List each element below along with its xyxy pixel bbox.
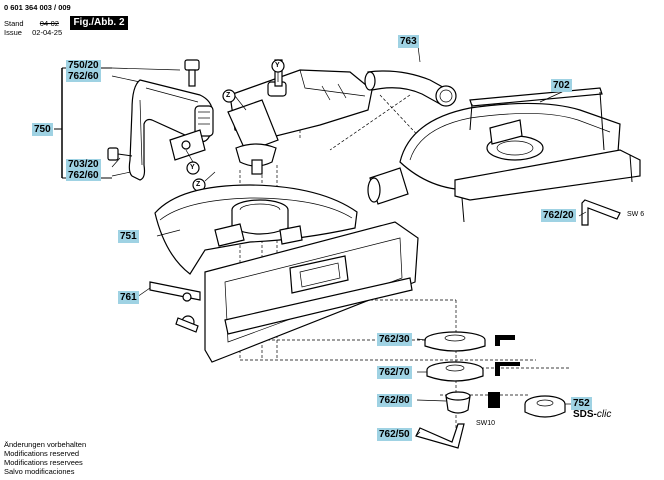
stand-value: 04-02: [39, 19, 59, 28]
stand-line: Stand 04-02: [4, 19, 59, 28]
sds-clic-nut-752-drawing: [524, 395, 566, 418]
sds-prefix: SDS-: [573, 409, 597, 420]
hex-key-762-20-drawing: [581, 199, 621, 226]
sds-clic-logo: SDS-clic: [573, 409, 611, 420]
label-750-20: 750/20: [68, 60, 99, 71]
marker-z-top: Z: [226, 92, 231, 99]
issue-label: Issue: [4, 28, 22, 37]
label-762-80: 762/80: [377, 394, 412, 407]
sw6-annotation: SW 6: [627, 211, 645, 218]
label-leaders: [136, 45, 587, 436]
label-762-30: 762/30: [377, 333, 412, 346]
label-762-20: 762/20: [541, 209, 576, 222]
part-number: 0 601 364 003 / 009: [4, 3, 71, 12]
label-762-70: 762/70: [377, 366, 412, 379]
label-763: 763: [398, 35, 419, 48]
label-762-60-bottom: 762/60: [68, 170, 99, 181]
guard-751-drawing: [154, 184, 358, 275]
issue-line: Issue 02-04-25: [4, 28, 62, 37]
label-750-20-762-60: 750/20 762/60: [66, 60, 101, 82]
issue-value: 02-04-25: [32, 28, 63, 37]
hex-key-762-50-drawing: [415, 423, 465, 449]
angle-grinder-drawing: [227, 59, 373, 175]
flange-762-70-drawing: [426, 361, 520, 382]
label-703-20-762-60: 703/20 762/60: [66, 159, 101, 181]
marker-y-top: Y: [275, 62, 280, 69]
label-702: 702: [551, 79, 572, 92]
footer-line-2: Modifications reserved: [4, 449, 80, 458]
screw-703-20: [107, 147, 133, 161]
label-750: 750: [32, 123, 53, 136]
stand-label: Stand: [4, 19, 24, 28]
footer-line-1: Änderungen vorbehalten: [4, 440, 87, 449]
flange-762-30-drawing: [424, 331, 515, 352]
label-703-20: 703/20: [68, 159, 99, 170]
screw-750-20: [184, 59, 200, 87]
label-762-50: 762/50: [377, 428, 412, 441]
label-761: 761: [118, 291, 139, 304]
cutting-stand-761-drawing: [149, 221, 419, 363]
extraction-tube-763-drawing: [364, 70, 457, 107]
marker-circles: [185, 59, 285, 192]
sds-suffix: clic: [596, 409, 612, 420]
footer-notice: Änderungen vorbehalten Modifications res…: [4, 440, 86, 476]
figure-label: Fig./Abb. 2: [70, 16, 128, 30]
footer-line-4: Salvo modificaciones: [4, 467, 75, 476]
extraction-hood-702-drawing: [367, 87, 641, 223]
footer-line-3: Modifications reservees: [4, 458, 83, 467]
sw10-annotation: SW10: [476, 420, 496, 427]
nut-762-80-drawing: [445, 391, 500, 414]
marker-y-bottom: Y: [190, 164, 195, 171]
marker-z-bottom: Z: [196, 181, 201, 188]
label-751: 751: [118, 230, 139, 243]
label-752: 752: [571, 397, 592, 410]
label-762-60-top: 762/60: [68, 71, 99, 82]
handle-750-drawing: [128, 79, 214, 181]
